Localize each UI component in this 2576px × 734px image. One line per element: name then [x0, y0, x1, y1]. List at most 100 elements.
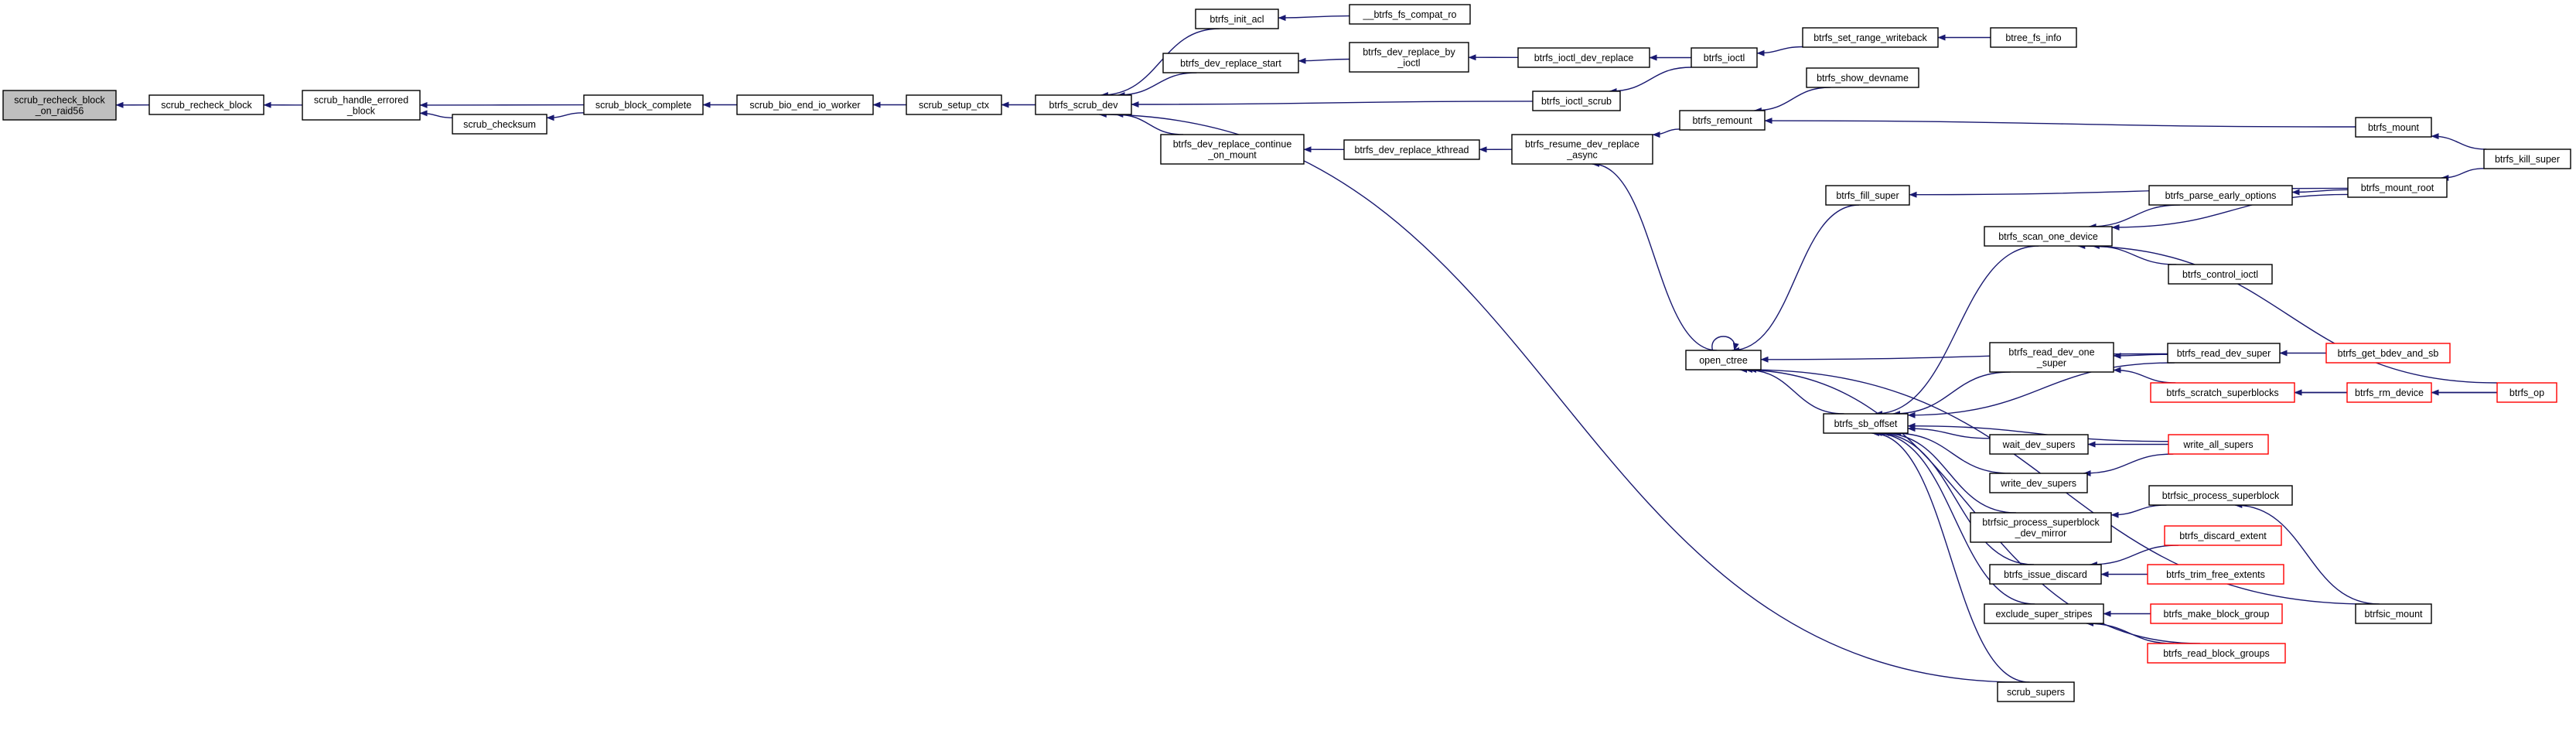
node-box	[1349, 42, 1469, 73]
node-remount[interactable]: btrfs_remount	[1679, 110, 1766, 131]
edge-checksum-to-handle	[419, 110, 453, 118]
node-showdev[interactable]: btrfs_show_devname	[1806, 67, 1919, 88]
node-setup[interactable]: scrub_setup_ctx	[906, 94, 1002, 115]
node-btreefs[interactable]: btree_fs_info	[1990, 27, 2077, 48]
node-controlioctl[interactable]: btrfs_control_ioctl	[2168, 264, 2273, 285]
node-setrange[interactable]: btrfs_set_range_writeback	[1802, 27, 1939, 48]
node-label-line: btrfsic_process_superblock	[2162, 490, 2280, 501]
node-checkmirror[interactable]: btrfsic_process_superblock_dev_mirror	[1970, 512, 2112, 543]
node-box	[1806, 67, 1919, 88]
node-box	[1162, 53, 1299, 73]
edge-readdevone-to-sboffset	[1892, 371, 2011, 417]
node-box	[1160, 134, 1305, 165]
nodes-layer: scrub_recheck_block_on_raid56 scrub_reche…	[2, 4, 2571, 702]
node-readdevsuper[interactable]: btrfs_read_dev_super	[2167, 343, 2281, 364]
node-resumedr[interactable]: btrfs_resume_dev_replace_async	[1511, 134, 1653, 165]
node-box	[1691, 47, 1758, 68]
node-bioend[interactable]: scrub_bio_end_io_worker	[736, 94, 874, 115]
node-checksum[interactable]: scrub_checksum	[452, 114, 548, 135]
node-scanone[interactable]: btrfs_scan_one_device	[1984, 226, 2113, 247]
node-checkproc[interactable]: btrfsic_process_superblock	[2148, 485, 2293, 506]
node-label-line: btree_fs_info	[2005, 32, 2061, 43]
node-drcontinue[interactable]: btrfs_dev_replace_continue_on_mount	[1160, 134, 1305, 165]
node-ioctldr[interactable]: btrfs_ioctl_dev_replace	[1517, 47, 1650, 68]
node-label-line: btrfs_read_block_groups	[2163, 648, 2270, 659]
node-writeall[interactable]: write_all_supers	[2168, 434, 2269, 455]
node-box	[2148, 485, 2293, 506]
node-label-line: btrfs_issue_discard	[2004, 569, 2087, 580]
edge-checkmirror-to-sboffset	[1882, 430, 2017, 514]
node-box	[2355, 603, 2432, 624]
node-getbdev[interactable]: btrfs_get_bdev_and_sb	[2325, 343, 2451, 364]
node-rmdevice[interactable]: btrfs_rm_device	[2346, 382, 2432, 403]
node-label-line: btrfs_resume_dev_replace	[1525, 139, 1639, 150]
node-mountroot[interactable]: btrfs_mount_root	[2347, 177, 2448, 198]
node-scrubsupers[interactable]: scrub_supers	[1997, 681, 2075, 702]
edge-scratch-to-readdevone	[2113, 367, 2176, 384]
node-initacl[interactable]: btrfs_init_acl	[1195, 9, 1279, 29]
node-sboffset[interactable]: btrfs_sb_offset	[1823, 413, 1909, 434]
node-drstart[interactable]: btrfs_dev_replace_start	[1162, 53, 1299, 73]
node-issuediscard[interactable]: btrfs_issue_discard	[1989, 564, 2102, 585]
node-box	[906, 94, 1002, 115]
node-discardext[interactable]: btrfs_discard_extent	[2164, 525, 2282, 546]
node-scratch[interactable]: btrfs_scratch_superblocks	[2150, 382, 2295, 403]
node-exclude[interactable]: exclude_super_stripes	[1984, 603, 2104, 624]
node-ioctl[interactable]: btrfs_ioctl	[1691, 47, 1758, 68]
node-box	[1984, 603, 2104, 624]
node-label-line: btrfs_read_dev_one	[2008, 347, 2094, 358]
node-openctree[interactable]: open_ctree	[1685, 350, 1762, 370]
node-box	[1989, 434, 2089, 455]
node-writedev[interactable]: write_dev_supers	[1989, 473, 2088, 493]
node-box	[2147, 643, 2286, 664]
node-parseearly[interactable]: btrfs_parse_early_options	[2148, 185, 2293, 206]
node-readdevone[interactable]: btrfs_read_dev_one_super	[1989, 342, 2114, 373]
node-ioctlscrub[interactable]: btrfs_ioctl_scrub	[1532, 90, 1621, 111]
node-box	[1989, 473, 2088, 493]
edge-scanone-to-sboffset	[1875, 245, 2039, 417]
node-label-line: btrfs_scratch_superblocks	[2166, 387, 2278, 398]
node-box	[1195, 9, 1279, 29]
node-bcomplete[interactable]: scrub_block_complete	[583, 94, 704, 115]
node-raid56[interactable]: scrub_recheck_block_on_raid56	[2, 90, 117, 121]
node-label-line: btrfs_make_block_group	[2164, 609, 2270, 620]
edge-mount-to-remount	[1764, 118, 2356, 128]
node-label-line: btrfs_sb_offset	[1834, 418, 1898, 429]
node-label-line: btrfs_rm_device	[2355, 387, 2424, 398]
edge-scrubsupers-to-sboffset	[1871, 430, 2030, 683]
node-handle[interactable]: scrub_handle_errored_block	[302, 90, 421, 121]
node-checkmount[interactable]: btrfsic_mount	[2355, 603, 2432, 624]
edge-issuediscard-to-sboffset	[1876, 430, 2035, 565]
node-box	[2147, 564, 2284, 585]
node-makebg[interactable]: btrfs_make_block_group	[2150, 603, 2283, 624]
node-label-line: scrub_handle_errored	[314, 95, 408, 106]
node-readbg[interactable]: btrfs_read_block_groups	[2147, 643, 2286, 664]
node-compat[interactable]: __btrfs_fs_compat_ro	[1349, 4, 1471, 25]
node-killsuper[interactable]: btrfs_kill_super	[2483, 149, 2571, 169]
node-recheck[interactable]: scrub_recheck_block	[148, 94, 264, 115]
node-label-line: btrfs_show_devname	[1817, 73, 1909, 84]
edge-readbg-to-openctree	[1739, 367, 2201, 644]
edge-setrange-to-ioctl	[1756, 46, 1803, 56]
edge-ioctlscrub-to-scrubdev	[1131, 101, 1534, 108]
node-fillsuper[interactable]: btrfs_fill_super	[1825, 185, 1910, 206]
node-scrubdev[interactable]: btrfs_scrub_dev	[1035, 94, 1132, 115]
edge-compat-to-initacl	[1278, 15, 1350, 22]
node-drkthread[interactable]: btrfs_dev_replace_kthread	[1343, 139, 1480, 160]
edge-ioctl-to-ioctlscrub	[1609, 67, 1692, 94]
node-drbyioctl[interactable]: btrfs_dev_replace_by_ioctl	[1349, 42, 1469, 73]
node-box	[2148, 185, 2293, 206]
node-label-line: btrfs_ioctl_dev_replace	[1534, 53, 1634, 63]
edge-killsuper-to-mount	[2431, 133, 2487, 150]
node-box	[2496, 382, 2557, 403]
node-box	[2355, 117, 2432, 138]
node-box	[1990, 27, 2077, 48]
node-label-line: btrfs_scan_one_device	[1998, 231, 2098, 242]
node-mount[interactable]: btrfs_mount	[2355, 117, 2432, 138]
node-box	[1685, 350, 1762, 370]
node-label-line: write_all_supers	[2182, 439, 2253, 450]
node-waitdev[interactable]: wait_dev_supers	[1989, 434, 2089, 455]
node-label-line: __btrfs_fs_compat_ro	[1363, 9, 1457, 20]
node-trimfree[interactable]: btrfs_trim_free_extents	[2147, 564, 2284, 585]
node-btrfsop[interactable]: btrfs_op	[2496, 382, 2557, 403]
